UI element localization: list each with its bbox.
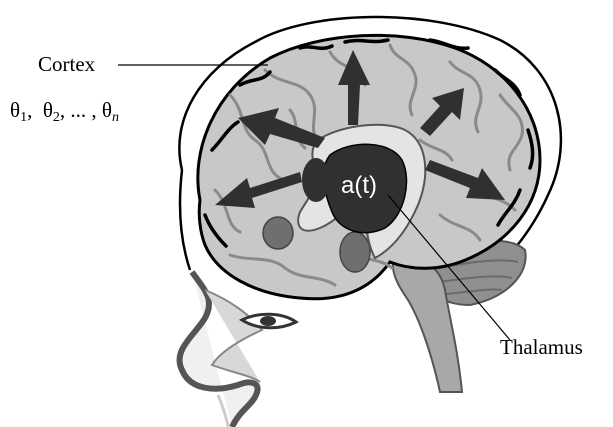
head-outline [178,15,563,286]
thalamus-left-lobe [302,158,330,202]
projection-arrows [215,50,505,208]
theta-2: θ2 [42,98,60,125]
theta-1: θ1 [10,98,28,125]
thalamus-label: Thalamus [500,335,583,359]
ellipsis: ... [70,98,87,122]
activity-label: a(t) [341,172,377,199]
cortex-label: Cortex [38,52,96,76]
brainstem [391,248,464,393]
thalamus-leader-line [387,194,511,341]
face-profile [176,270,261,427]
nucleus-right [339,231,371,273]
arrow-upleft [238,108,325,148]
eye-pupil [260,316,276,326]
parameter-list: θ1, θ2, ... , θn [10,98,119,125]
arrow-left [215,172,302,208]
neck-line [216,394,230,427]
arrow-right [425,160,505,200]
cheek-shade [204,289,264,383]
arrow-upright [420,88,464,136]
head-outline-lower [178,169,192,271]
cortex-folds [203,38,535,248]
theta-n: θn [101,98,119,125]
arrow-up [338,50,370,125]
nucleus-left [262,216,294,250]
thalamus [322,143,408,234]
